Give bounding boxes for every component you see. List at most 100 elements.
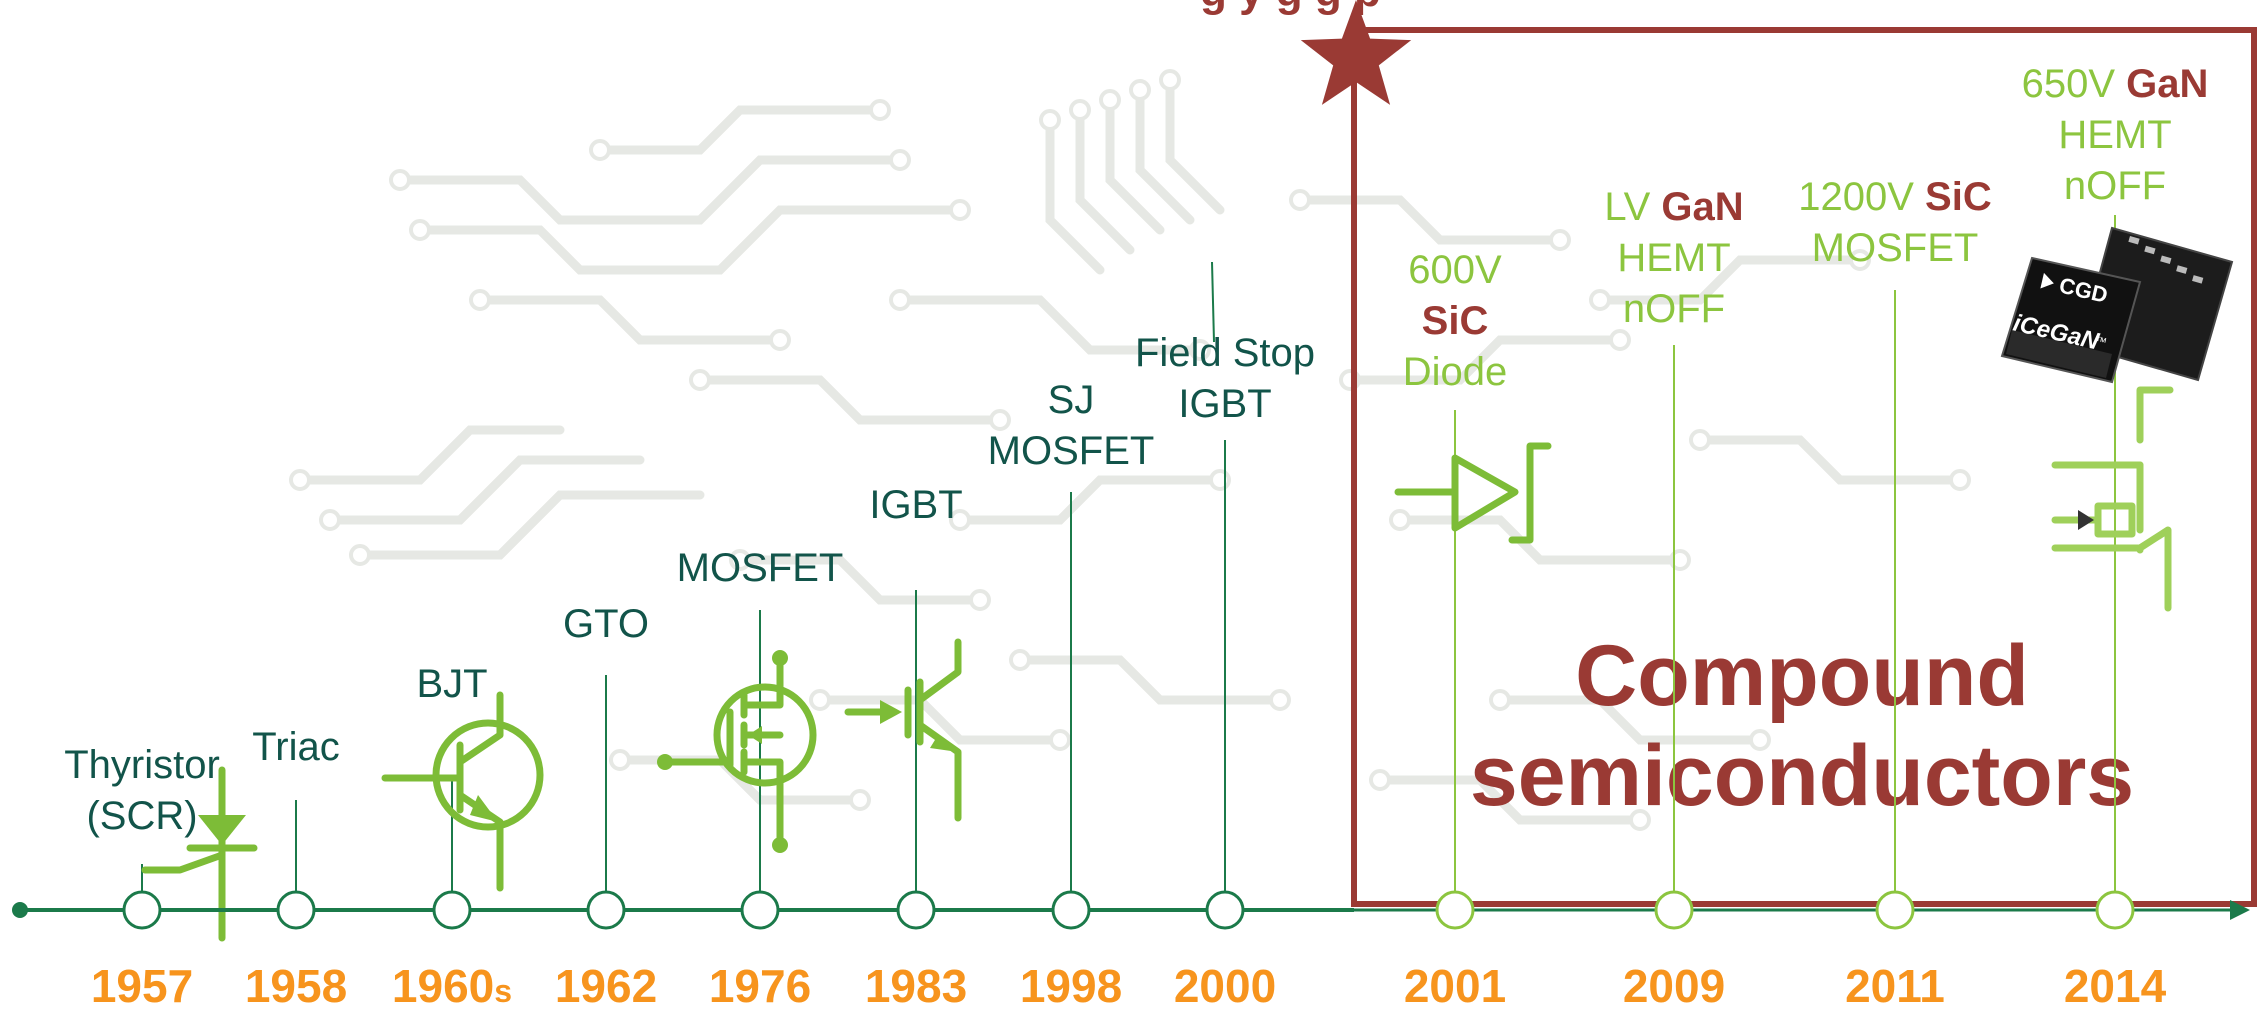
milestone-label-line: MOSFET <box>677 546 844 590</box>
year-label: 1998 <box>1020 960 1122 1012</box>
circuit-pad <box>951 201 969 219</box>
year-text: 1962 <box>555 960 657 1012</box>
milestone-label-line: GTO <box>563 602 649 646</box>
timeline-axis <box>12 892 2250 928</box>
year-text: 2000 <box>1174 960 1276 1012</box>
milestone-node <box>1656 892 1692 928</box>
year-label: 2000 <box>1174 960 1276 1012</box>
year-label: 2009 <box>1623 960 1725 1012</box>
circuit-pad <box>351 546 369 564</box>
milestone-label-line: nOFF <box>2064 164 2166 208</box>
milestone-label-line: LV GaN <box>1604 185 1743 229</box>
circuit-trace <box>820 700 1060 740</box>
bjt-icon <box>385 695 540 888</box>
circuit-pad <box>1071 101 1089 119</box>
milestone-node <box>1877 892 1913 928</box>
year-label: 1976 <box>709 960 811 1012</box>
circuit-trace <box>1140 90 1190 220</box>
year-label: 2001 <box>1404 960 1506 1012</box>
milestone-node <box>434 892 470 928</box>
milestone-node <box>1207 892 1243 928</box>
milestone-node <box>588 892 624 928</box>
milestone-node <box>742 892 778 928</box>
circuit-trace <box>700 380 1000 420</box>
label-bold-text: SiC <box>1925 175 1992 219</box>
circuit-pad <box>891 291 909 309</box>
circuit-pad <box>1211 471 1229 489</box>
year-text: 1998 <box>1020 960 1122 1012</box>
year-label: 1983 <box>865 960 967 1012</box>
circuit-trace <box>1110 100 1160 230</box>
milestone-label-line: 650V GaN <box>2022 62 2209 106</box>
milestone-label-line: nOFF <box>1623 287 1725 331</box>
circuit-pad <box>1051 731 1069 749</box>
circuit-pad <box>891 151 909 169</box>
circuit-pad <box>1951 471 1969 489</box>
circuit-pad <box>1611 331 1629 349</box>
year-label: 1957 <box>91 960 193 1012</box>
circuit-pad <box>471 291 489 309</box>
circuit-pad <box>1041 111 1059 129</box>
milestone-label-line: BJT <box>416 662 487 706</box>
circuit-pad <box>811 691 829 709</box>
year-text: 2011 <box>1845 960 1945 1012</box>
mosfet-icon <box>657 650 813 853</box>
circuit-trace <box>300 430 560 480</box>
year-label: 2011 <box>1845 960 1945 1012</box>
year-suffix: s <box>494 973 512 1009</box>
circuit-trace <box>1170 80 1220 210</box>
label-text: 650V <box>2022 62 2127 106</box>
circuit-pad <box>611 751 629 769</box>
circuit-pad <box>691 371 709 389</box>
circuit-pad <box>1371 771 1389 789</box>
milestone-label-line: SiC <box>1422 299 1489 343</box>
milestone-label-line: MOSFET <box>988 429 1155 473</box>
circuit-pad <box>291 471 309 489</box>
circuit-pad <box>1131 81 1149 99</box>
circuit-trace <box>960 480 1220 520</box>
milestone-node <box>124 892 160 928</box>
milestone-stem <box>1212 262 1214 342</box>
compound-title-line2: semiconductors <box>1470 728 2134 824</box>
milestone-label-line: 600V <box>1408 248 1502 292</box>
milestone-label-line: HEMT <box>1617 236 1730 280</box>
year-text: 2001 <box>1404 960 1506 1012</box>
circuit-pad <box>1491 691 1509 709</box>
circuit-pad <box>871 101 889 119</box>
circuit-pad <box>391 171 409 189</box>
label-bold-text: GaN <box>1661 185 1743 229</box>
circuit-pad <box>991 411 1009 429</box>
year-text: 2014 <box>2064 960 2167 1012</box>
circuit-pad <box>1691 431 1709 449</box>
circuit-pad <box>1551 231 1569 249</box>
milestone-label-line: SJ <box>1048 378 1095 422</box>
year-text: 2009 <box>1623 960 1725 1012</box>
year-label: 2014 <box>2064 960 2167 1012</box>
year-text: 1957 <box>91 960 193 1012</box>
year-label: 1958 <box>245 960 347 1012</box>
circuit-pad <box>591 141 609 159</box>
milestone-label-line: MOSFET <box>1812 226 1979 270</box>
milestone-label-line: (SCR) <box>86 794 197 838</box>
circuit-pad <box>411 221 429 239</box>
circuit-trace <box>1300 200 1560 240</box>
circuit-trace <box>330 460 640 520</box>
label-bold-text: SiC <box>1422 299 1489 343</box>
year-label: 1962 <box>555 960 657 1012</box>
circuit-trace <box>1080 110 1130 250</box>
circuit-pad <box>971 591 989 609</box>
label-text: 1200V <box>1798 175 1925 219</box>
circuit-trace <box>1400 520 1680 560</box>
year-text: 1960 <box>392 960 494 1012</box>
circuit-trace <box>480 300 780 340</box>
year-label: 1960s <box>392 960 512 1012</box>
circuit-pad <box>1591 291 1609 309</box>
diode-icon <box>1398 446 1548 540</box>
circuit-pad <box>1391 511 1409 529</box>
circuit-pad <box>1161 71 1179 89</box>
milestone-label-line: IGBT <box>1178 382 1271 426</box>
circuit-trace <box>1050 120 1100 270</box>
circuit-pad <box>1011 651 1029 669</box>
